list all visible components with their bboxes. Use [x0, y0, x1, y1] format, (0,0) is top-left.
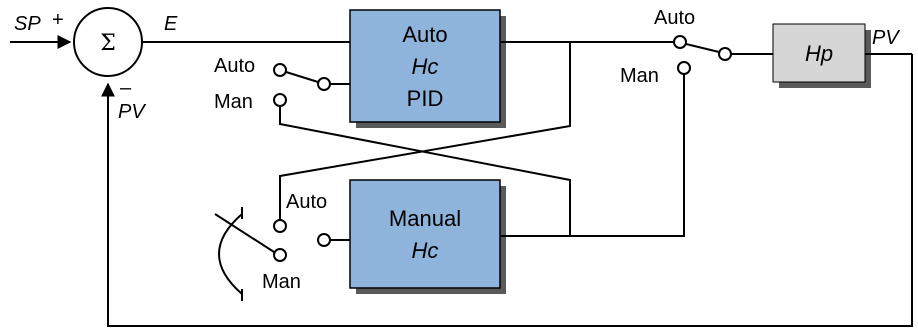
auto-input-man-label: Man — [214, 91, 253, 113]
pv-output-label: PV — [872, 27, 900, 49]
auto-input-auto-terminal — [273, 63, 287, 77]
manual-knob-pointer — [214, 213, 275, 253]
plus-sign: + — [52, 9, 64, 31]
auto-input-auto-label: Auto — [214, 55, 255, 77]
auto-block-line1: Auto — [402, 22, 447, 47]
feedback-line — [101, 54, 913, 327]
minus-sign: – — [120, 77, 132, 99]
manual-hc-block — [349, 179, 501, 289]
process-hp-block — [772, 23, 866, 83]
process-block-label: Hp — [805, 41, 833, 66]
manual-output-line — [500, 74, 685, 237]
auto-pid-block — [349, 9, 501, 123]
auto-input-man-terminal — [273, 93, 287, 107]
manual-input-pivot-terminal — [317, 233, 331, 247]
output-switch-blade — [685, 43, 720, 53]
manual-input-auto-terminal — [273, 219, 287, 233]
output-auto-terminal — [673, 35, 687, 49]
pv-feedback-label: PV — [118, 101, 146, 123]
manual-input-man-terminal — [273, 248, 287, 262]
auto-input-switch-blade — [285, 71, 319, 83]
auto-input-pivot-terminal — [317, 77, 331, 91]
manual-input-auto-label: Auto — [286, 191, 327, 213]
auto-block-line3: PID — [407, 86, 444, 111]
manual-knob-arc — [218, 213, 243, 295]
manual-input-man-label: Man — [262, 271, 301, 293]
sp-label: SP — [14, 13, 41, 35]
output-man-terminal — [677, 61, 691, 75]
output-pivot-terminal — [718, 47, 732, 61]
output-auto-label: Auto — [654, 7, 695, 29]
cross-wire-auto-to-manual-input — [279, 42, 571, 220]
output-man-label: Man — [620, 65, 659, 87]
auto-block-line2: Hc — [412, 54, 439, 79]
error-label: E — [164, 13, 178, 35]
manual-block-line2: Hc — [412, 238, 439, 263]
manual-block-line1: Manual — [389, 206, 461, 231]
sigma-symbol: Σ — [100, 31, 116, 56]
